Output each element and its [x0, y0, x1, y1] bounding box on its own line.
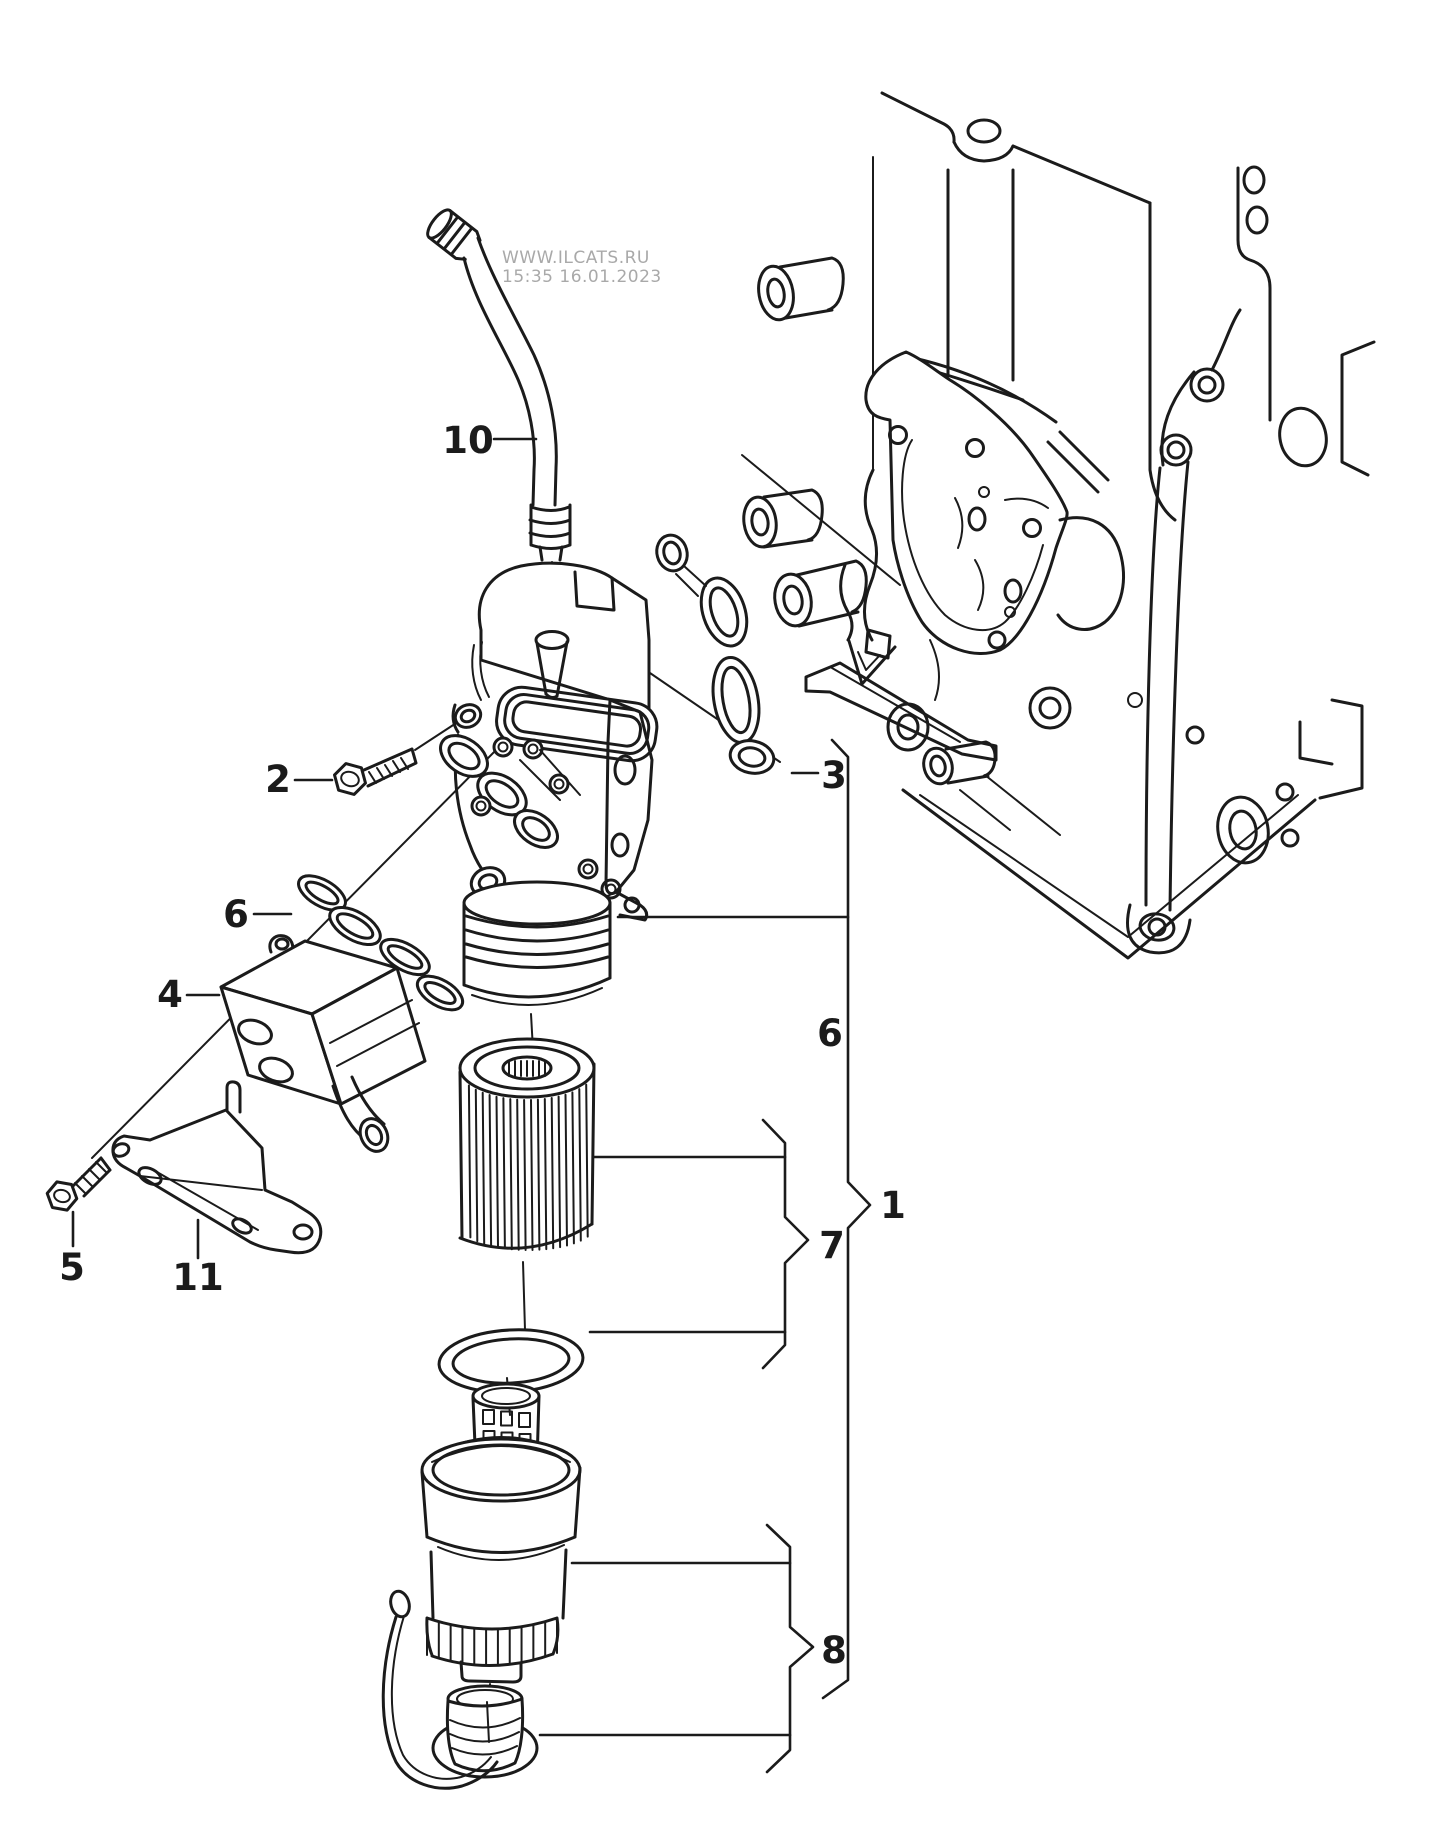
bracket-line-7 [588, 1118, 810, 1370]
filter-element-drawing [458, 1037, 596, 1331]
housing-bolt-eyelets [470, 736, 622, 900]
callout-2[interactable]: 2 [265, 758, 334, 801]
knurl-ticks [426, 1617, 558, 1666]
callout-11-number[interactable]: 11 [172, 1256, 224, 1299]
filter-cap-drawing [420, 1377, 582, 1719]
callout-6-left-number[interactable]: 6 [223, 893, 249, 936]
gasket-3-drawing [655, 533, 776, 775]
callout-5[interactable]: 5 [59, 1210, 85, 1289]
callout-4[interactable]: 4 [157, 973, 221, 1016]
callout-1-number[interactable]: 1 [880, 1184, 906, 1227]
callout-8-number[interactable]: 8 [821, 1629, 847, 1672]
assembly-line-1 [616, 738, 872, 1700]
seals-6-drawing [297, 874, 465, 1012]
watermark: WWW.ILCATS.RU 15:35 16.01.2023 [502, 248, 662, 287]
engine-block-drawing [804, 91, 1376, 960]
callout-4-number[interactable]: 4 [157, 973, 183, 1016]
callout-6-left[interactable]: 6 [223, 893, 293, 936]
callout-10-number[interactable]: 10 [442, 419, 494, 462]
bracket-11-drawing [111, 1080, 323, 1255]
callout-3-number[interactable]: 3 [821, 754, 847, 797]
drain-plug-drawing [381, 1589, 539, 1790]
callout-7-number[interactable]: 7 [819, 1224, 845, 1267]
callout-6-right-number[interactable]: 6 [817, 1012, 843, 1055]
callout-1[interactable]: 1 [880, 1184, 906, 1227]
callout-5-number[interactable]: 5 [59, 1246, 85, 1289]
breather-hose-drawing [426, 208, 572, 637]
callout-10[interactable]: 10 [442, 419, 538, 462]
plug-retaining-strap [381, 1589, 499, 1790]
filter-housing-drawing [439, 561, 659, 1069]
callout-3[interactable]: 3 [790, 754, 847, 797]
screw-2-drawing [333, 747, 418, 796]
oil-cooler-drawing [219, 934, 427, 1153]
bracket-line-8 [538, 1523, 815, 1774]
filter-pleats [467, 1083, 589, 1251]
filter-core-hatch [508, 1060, 546, 1077]
callout-6-right[interactable]: 6 [817, 1012, 843, 1055]
screw-5-drawing [45, 1156, 112, 1212]
dowel-bushings-drawing [742, 256, 868, 628]
callout-2-number[interactable]: 2 [265, 758, 291, 801]
callout-7[interactable]: 7 [819, 1224, 845, 1267]
callout-8[interactable]: 8 [821, 1629, 847, 1672]
callout-11[interactable]: 11 [172, 1218, 224, 1299]
watermark-timestamp: 15:35 16.01.2023 [502, 267, 662, 287]
watermark-site: WWW.ILCATS.RU [502, 248, 650, 268]
